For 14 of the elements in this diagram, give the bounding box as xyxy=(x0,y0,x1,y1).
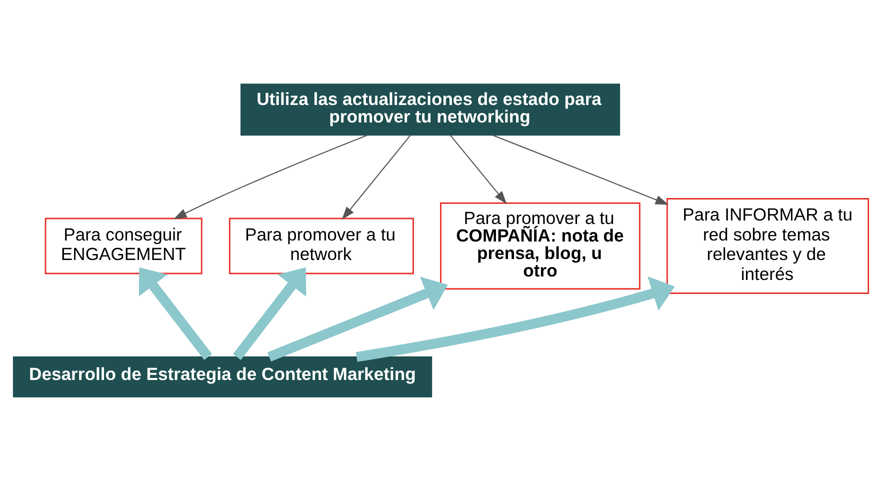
node-box: Para INFORMAR a tu red sobre temas relevantes y de interés xyxy=(666,198,869,294)
arrow xyxy=(173,134,368,220)
arrow xyxy=(266,276,448,362)
arrow xyxy=(492,134,668,205)
arrow xyxy=(232,267,306,360)
node-box: Utiliza las actualizaciones de estado para promover tu networking xyxy=(240,84,620,136)
node-box: Para promover a tu COMPAÑÍA: nota de prensa, blog, u otro xyxy=(440,202,640,290)
node-box: Para promover a tu network xyxy=(228,218,414,274)
node-box: Desarrollo de Estrategia de Content Marketing xyxy=(12,356,432,398)
arrow xyxy=(341,134,410,220)
arrow xyxy=(449,134,506,204)
arrow xyxy=(355,276,674,362)
arrow xyxy=(138,267,212,360)
node-box: Para conseguir ENGAGEMENT xyxy=(44,218,202,274)
